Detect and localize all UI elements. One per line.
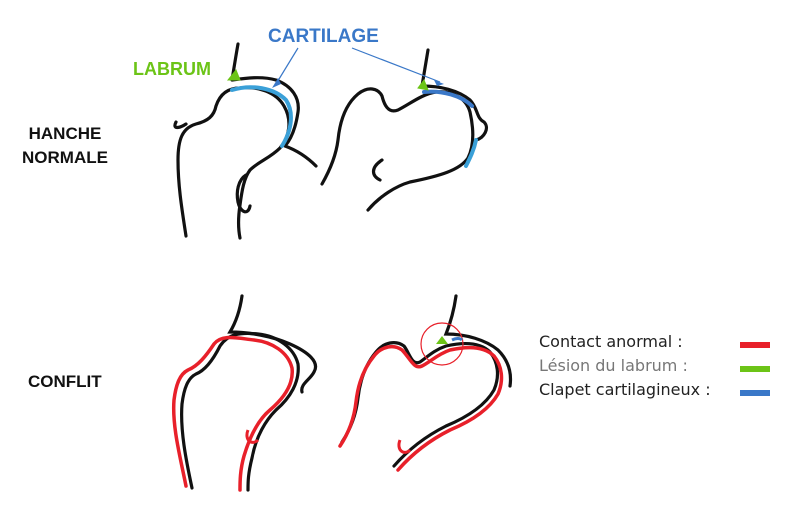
legend-swatch-contact — [740, 342, 770, 348]
normal-right-cartilage — [422, 89, 474, 108]
conflit-label: CONFLIT — [28, 372, 102, 391]
normal-left-labrum — [226, 69, 241, 81]
labrum-label: LABRUM — [133, 59, 211, 79]
cartilage-label: CARTILAGE — [268, 26, 379, 47]
normal-right-cartilage-lower — [464, 138, 478, 168]
normal-hip-right — [320, 48, 489, 212]
legend-label: Contact anormal : — [539, 332, 683, 351]
lesion-highlight-circle — [420, 322, 464, 366]
normal-left-cartilage — [230, 85, 293, 148]
normal-hip-label-line2: NORMALE — [22, 148, 108, 167]
legend-item-contact: Contact anormal : — [539, 332, 683, 351]
legend-item-cartilage: Clapet cartilagineux : — [539, 380, 711, 399]
legend-item-labrum: Lésion du labrum : — [539, 356, 688, 375]
normal-hip-label-line1: HANCHE — [28, 124, 102, 143]
conflit-cartilage-flap — [451, 337, 464, 342]
legend-swatch-labrum — [740, 366, 770, 372]
conflit-labrum-lesion — [436, 336, 448, 344]
legend-label: Lésion du labrum : — [539, 356, 688, 375]
normal-right-labrum — [417, 78, 429, 91]
conflit-hip-left — [171, 294, 318, 492]
cartilage-arrow-left — [275, 47, 299, 85]
legend-swatch-cartilage — [740, 390, 770, 396]
normal-hip-label: HANCHE NORMALE — [22, 122, 108, 170]
cartilage-arrow-right — [351, 47, 441, 83]
conflit-hip-right — [338, 294, 513, 472]
legend-label: Clapet cartilagineux : — [539, 380, 711, 399]
